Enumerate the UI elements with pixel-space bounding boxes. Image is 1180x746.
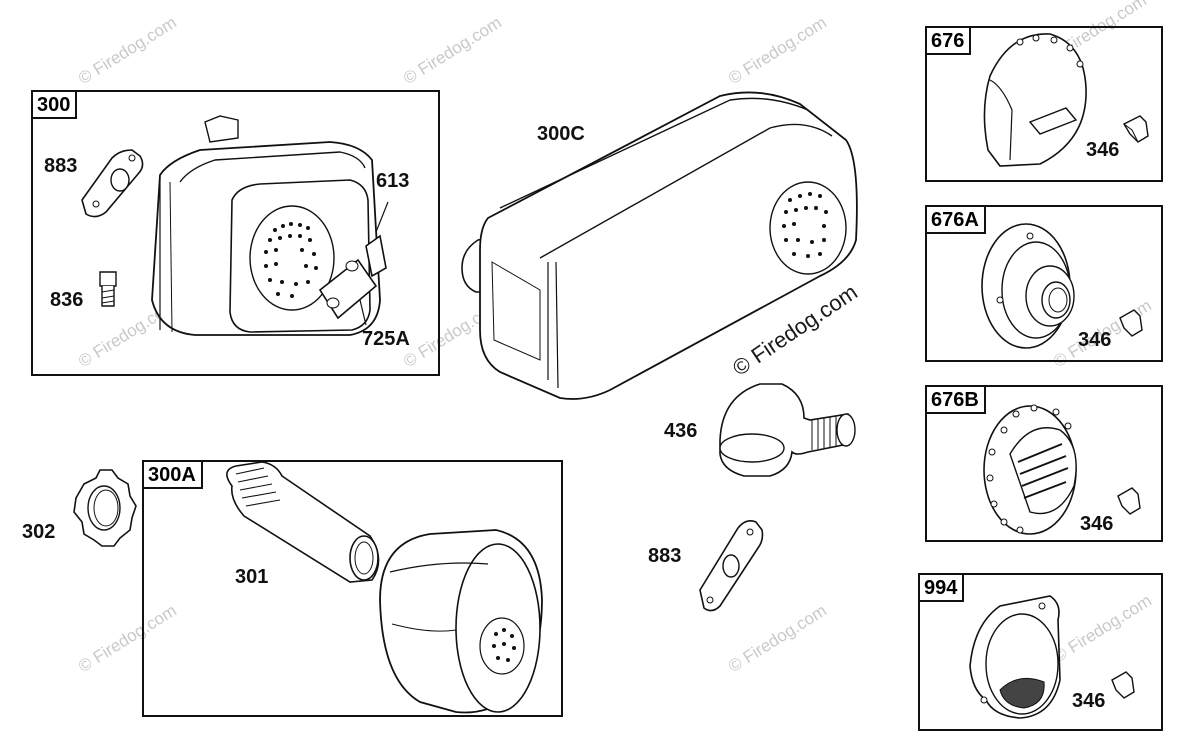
label-301: 301 — [235, 566, 269, 588]
part-box-676A: 676A — [925, 205, 1163, 362]
part-box-300: 300 — [31, 90, 440, 376]
box-label: 300 — [31, 90, 78, 119]
label-346: 346 — [1086, 139, 1120, 161]
label-725A: 725A — [362, 328, 410, 350]
label-613: 613 — [376, 170, 410, 192]
label-883: 883 — [44, 155, 78, 177]
box-label: 676 — [925, 26, 972, 55]
label-436: 436 — [664, 420, 698, 442]
part-box-994: 994 — [918, 573, 1163, 731]
label-302: 302 — [22, 521, 56, 543]
part-box-676B: 676B — [925, 385, 1163, 542]
box-label: 300A — [142, 460, 203, 489]
label-346: 346 — [1080, 513, 1114, 535]
label-346: 346 — [1078, 329, 1112, 351]
label-346: 346 — [1072, 690, 1106, 712]
label-883-right: 883 — [648, 545, 682, 567]
label-300C: 300C — [537, 123, 585, 145]
label-836: 836 — [50, 289, 84, 311]
part-box-300A: 300A — [142, 460, 563, 717]
box-label: 676A — [925, 205, 986, 234]
box-label: 676B — [925, 385, 986, 414]
box-label: 994 — [918, 573, 965, 602]
part-box-676: 676 — [925, 26, 1163, 182]
